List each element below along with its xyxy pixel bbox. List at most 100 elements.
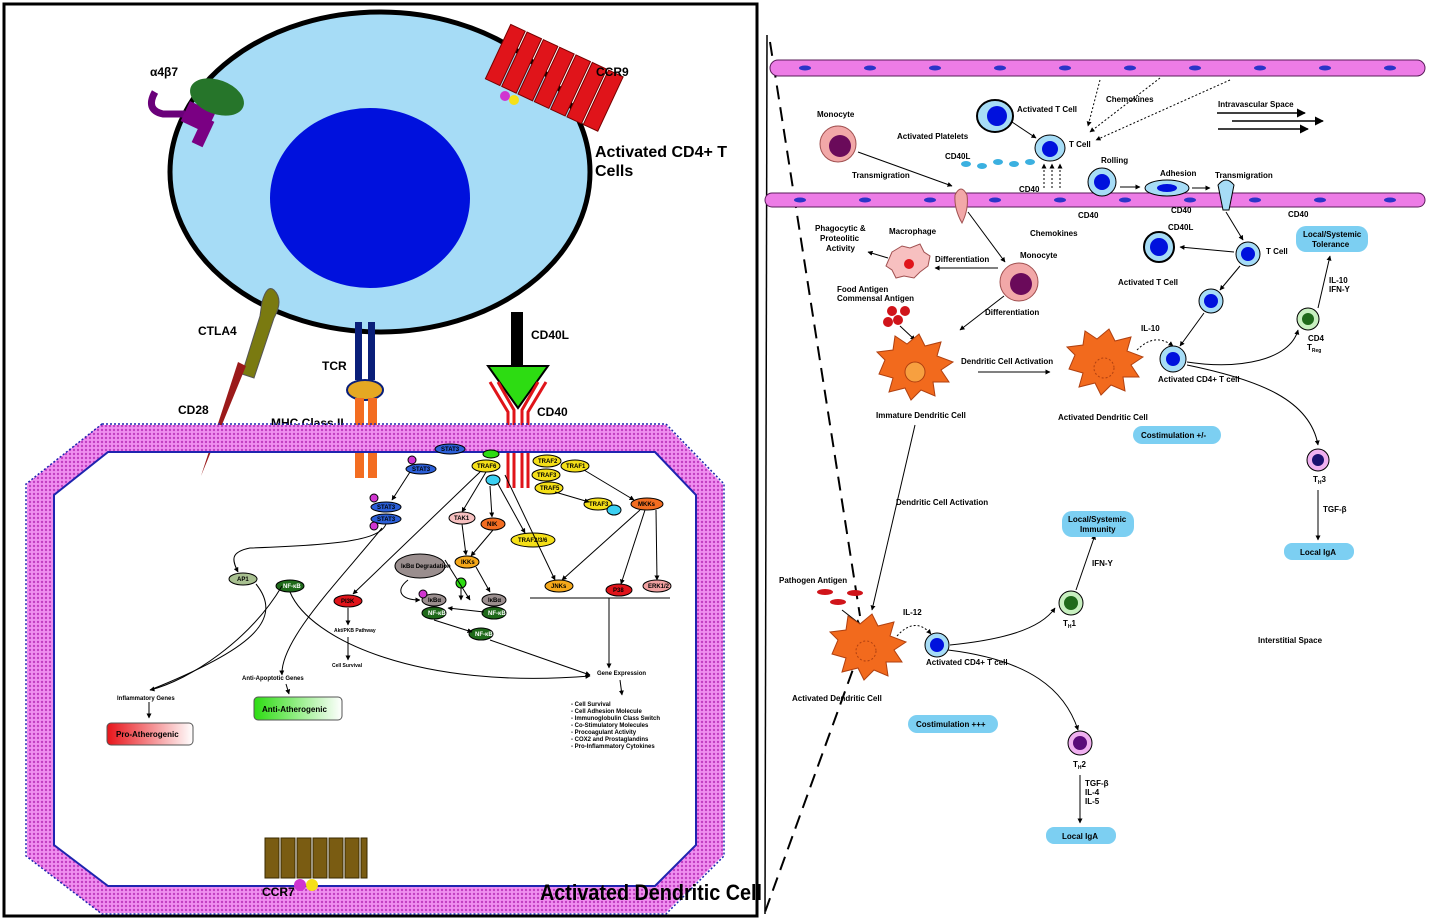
node-stat3-c <box>370 501 402 513</box>
immunity-label-1: Local/Systemic <box>1068 515 1127 524</box>
ccr9-label: CCR9 <box>596 65 629 79</box>
interstitial-label: Interstitial Space <box>1258 636 1323 645</box>
t-cell-title-line1: Activated CD4+ T <box>595 144 727 161</box>
activated-dc-top-nucleus <box>1093 357 1115 379</box>
transmigration-left-label: Transmigration <box>852 171 910 180</box>
differentiation-label-2: Differentiation <box>985 308 1039 317</box>
node-traf2 <box>532 454 562 468</box>
immunity-label-2: Immunity <box>1080 525 1116 534</box>
node-p-4 <box>418 589 428 599</box>
flow-arrows <box>1217 108 1324 134</box>
node-ikks <box>454 555 480 569</box>
node-traf5-label: TRAF5 <box>540 486 560 492</box>
act-cd4-top-label: Activated CD4+ T cell <box>1158 375 1240 384</box>
zoom-dashed <box>769 41 861 617</box>
ccr7-label: CCR7 <box>262 885 295 899</box>
cd40-right-label: CD40 <box>1171 206 1192 215</box>
il5-label: IL-5 <box>1085 797 1100 806</box>
costim-pm-box <box>1133 426 1221 444</box>
monocyte-down-arrow <box>967 211 1006 263</box>
cd40l-stalk <box>511 312 523 372</box>
transmigration-right-label: Transmigration <box>1215 171 1273 180</box>
cd40-mid-label: CD40 <box>1078 211 1099 220</box>
rolling-label: Rolling <box>1101 156 1128 165</box>
node-traf3-label: TRAF3 <box>537 473 557 479</box>
activated-t-cell-top-label: Activated T Cell <box>1017 105 1077 114</box>
node-nfkb-b-label: NF-κB <box>428 611 446 617</box>
node-traf3 <box>531 468 561 482</box>
a4b7-label: α4β7 <box>150 65 178 79</box>
left-panel: Activated CD4+ T Cells α4β7 CCR9 CTLA4 C… <box>2 2 762 918</box>
local-iga-bottom-label: Local IgA <box>1062 832 1098 841</box>
food-antigen-dots <box>883 306 910 327</box>
th3-cell-nucleus <box>1312 454 1324 466</box>
ifn-label: IFN-Y <box>1092 559 1114 568</box>
gene-list-item: - Cell Adhesion Molecule <box>571 709 642 715</box>
differentiation-arrow-dc <box>959 295 1005 331</box>
pro-atherogenic-box <box>106 722 194 746</box>
node-jnks <box>544 579 574 593</box>
dc-activation-down-arrow <box>870 424 916 611</box>
activated-t-cell-mid-label: Activated T Cell <box>1118 278 1178 287</box>
dc-title: Activated Dendritic Cell <box>540 881 762 905</box>
phago-label-1: Phagocytic & <box>815 224 866 233</box>
node-ap1-label: AP1 <box>237 577 249 583</box>
costim-ppp-box <box>908 715 998 733</box>
a4b7-integrin <box>147 78 244 148</box>
node-stat3-a <box>434 443 466 455</box>
node-nfkb-b <box>421 606 447 620</box>
gene-list-item: - Pro-Inflammatory Cytokines <box>571 744 655 750</box>
cd28-molecule <box>201 362 246 476</box>
t-cell-mid-label: T Cell <box>1266 247 1288 256</box>
ccr9-gamma <box>500 91 510 101</box>
anti-apoptotic-label: Anti-Apoptotic Genes <box>242 676 304 682</box>
local-iga-bottom-box <box>1046 827 1116 844</box>
cd40l-top-label: CD40L <box>945 152 970 161</box>
treg-arrow <box>1186 329 1300 366</box>
th3-n: 3 <box>1322 475 1327 484</box>
differentiation-label-1: Differentiation <box>935 255 989 264</box>
macrophage-label: Macrophage <box>889 227 937 236</box>
monocyte-mid-nucleus <box>1010 273 1032 295</box>
node-stat3-c-label: STAT3 <box>377 505 396 511</box>
t-cell-title-line2: Cells <box>595 163 633 180</box>
cd40-top-label: CD40 <box>1019 185 1040 194</box>
right-panel: Intravascular Space Monocyte Transmigrat… <box>764 59 1426 844</box>
node-tak1-label: TAK1 <box>454 516 470 522</box>
activated-dc-top-label: Activated Dendritic Cell <box>1058 413 1148 422</box>
tcell-left-arrow <box>1179 244 1235 253</box>
ccr7-gamma <box>294 879 306 891</box>
cd40l-mid-label: CD40L <box>1168 223 1193 232</box>
tcell-down-arrow <box>1225 211 1244 241</box>
t-cell-mid-nucleus <box>1241 247 1255 261</box>
chemokine-arrows-top <box>1041 77 1231 188</box>
t-cell-arrow <box>1011 121 1037 139</box>
adhesion-cell-nucleus <box>1157 184 1177 192</box>
node-pi3k-label: PI3K <box>341 599 355 605</box>
cd40-far-label: CD40 <box>1288 210 1309 219</box>
dc-membrane-inner <box>53 451 697 887</box>
treg-sub: Reg <box>1312 348 1321 354</box>
t-cell-nucleus <box>270 108 470 288</box>
activated-platelets-label: Activated Platelets <box>897 132 969 141</box>
immunity-box <box>1062 511 1134 537</box>
t-cell-top-label: T Cell <box>1069 140 1091 149</box>
monocyte-transmigration-arrow <box>857 151 953 187</box>
gene-expression-label: Gene Expression <box>597 671 646 677</box>
tcell-arrow-3 <box>1179 312 1205 347</box>
node-traf6-label: TRAF6 <box>477 464 497 470</box>
th2-sub: H <box>1078 765 1082 771</box>
activated-dc-bottom-nucleus <box>855 640 877 662</box>
th2-arrow <box>947 649 1079 731</box>
tgfb2-label: TGF-β <box>1085 779 1109 788</box>
tolerance-label-2: Tolerance <box>1312 240 1350 249</box>
tolerance-label-1: Local/Systemic <box>1303 230 1362 239</box>
cd4-label: CD4 <box>1308 334 1325 343</box>
anti-atherogenic-label: Anti-Atherogenic <box>262 705 327 714</box>
il10-ifn-1: IL-10 <box>1329 276 1348 285</box>
food-antigen-label: Food Antigen <box>837 285 888 294</box>
tcr-head <box>346 379 384 401</box>
treg-label: TReg <box>1307 343 1321 354</box>
node-p-2 <box>369 493 379 503</box>
